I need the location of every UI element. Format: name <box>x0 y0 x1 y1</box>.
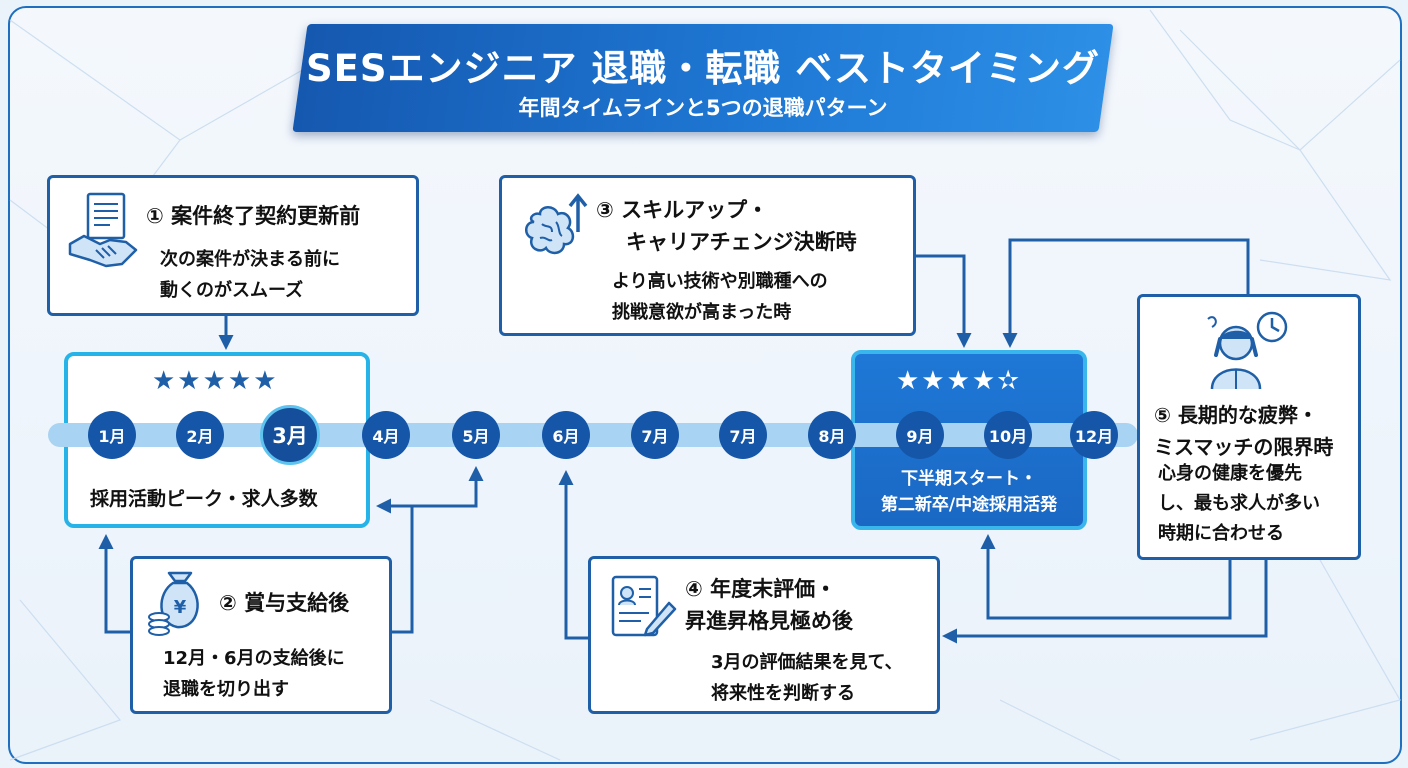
card-body: 心身の健康を優先 し、最も求人が多い 時期に合わせる <box>1158 459 1320 549</box>
card-title: ③ スキルアップ・ キャリアチェンジ決断時 <box>596 194 857 258</box>
card-body: より高い技術や別職種への 挑戦意欲が高まった時 <box>612 266 828 328</box>
month-marker: 12月 <box>1070 411 1118 459</box>
zone-right-caption: 下半期スタート・ 第二新卒/中途採用活発 <box>862 466 1076 518</box>
card-body-line: 心身の健康を優先 <box>1158 463 1302 484</box>
card-body-line: 将来性を判断する <box>711 683 855 704</box>
zone-right-caption-line: 下半期スタート・ <box>901 469 1037 489</box>
card-body-line: 退職を切り出す <box>163 679 289 700</box>
card-year-end-evaluation: ④ 年度末評価・ 昇進昇格見極め後 3月の評価結果を見て、 将来性を判断する <box>588 556 940 714</box>
month-marker: 7月 <box>631 411 679 459</box>
card-body: 3月の評価結果を見て、 将来性を判断する <box>711 647 903 709</box>
stressed-person-clock-icon <box>1207 311 1288 390</box>
card-body: 次の案件が決まる前に 動くのがスムーズ <box>160 244 340 306</box>
zone-right-caption-line: 第二新卒/中途採用活発 <box>880 495 1058 515</box>
timeline-bar <box>48 423 1138 447</box>
card-contract-renewal: ① 案件終了契約更新前 次の案件が決まる前に 動くのがスムーズ <box>47 175 419 316</box>
card-title: ⑤ 長期的な疲弊・ ミスマッチの限界時 <box>1154 399 1333 463</box>
sub-title: 年間タイムラインと5つの退職パターン <box>518 96 888 120</box>
card-burnout-limit: ⑤ 長期的な疲弊・ ミスマッチの限界時 心身の健康を優先 し、最も求人が多い 時… <box>1137 294 1361 560</box>
handshake-document-icon <box>68 192 138 268</box>
card-body-line: 12月・6月の支給後に <box>163 648 345 669</box>
card-body-line: し、最も求人が多い <box>1158 493 1320 514</box>
card-body: 12月・6月の支給後に 退職を切り出す <box>163 643 345 705</box>
month-marker: 3月 <box>260 405 320 465</box>
brain-growth-icon <box>525 193 588 255</box>
card-title-line: ⑤ 長期的な疲弊・ <box>1154 403 1318 427</box>
card-title-line: ③ スキルアップ・ <box>596 198 769 222</box>
month-marker: 1月 <box>88 411 136 459</box>
card-bonus-payout: ¥ ② 賞与支給後 12月・6月の支給後に 退職を切り出す <box>130 556 392 714</box>
rating-stars-left: ★★★★★ <box>152 366 279 396</box>
card-title-line: ミスマッチの限界時 <box>1154 435 1334 459</box>
card-body-line: 3月の評価結果を見て、 <box>711 652 903 673</box>
month-marker: 9月 <box>896 411 944 459</box>
card-title-line: ④ 年度末評価・ <box>685 577 837 601</box>
rating-stars-right: ★★★★✫ <box>896 366 1022 396</box>
card-body-line: より高い技術や別職種への <box>612 271 828 292</box>
month-marker: 6月 <box>542 411 590 459</box>
card-skill-up: ③ スキルアップ・ キャリアチェンジ決断時 より高い技術や別職種への 挑戦意欲が… <box>499 175 916 336</box>
month-marker: 8月 <box>808 411 856 459</box>
svg-text:¥: ¥ <box>174 597 187 618</box>
month-marker: 2月 <box>176 411 224 459</box>
evaluation-document-icon <box>611 575 677 637</box>
money-bag-icon: ¥ <box>148 571 199 636</box>
zone-left-caption: 採用活動ピーク・求人多数 <box>90 488 318 510</box>
card-body-line: 次の案件が決まる前に <box>160 249 340 270</box>
card-title-line: キャリアチェンジ決断時 <box>626 230 857 254</box>
card-body-line: 動くのがスムーズ <box>160 280 304 301</box>
card-title: ② 賞与支給後 <box>219 591 350 615</box>
card-body-line: 時期に合わせる <box>1158 523 1284 544</box>
main-title: SESエンジニア 退職・転職 ベストタイミング <box>305 47 1101 90</box>
card-title-line: 昇進昇格見極め後 <box>685 609 853 633</box>
card-body-line: 挑戦意欲が高まった時 <box>612 302 792 323</box>
month-marker: 5月 <box>452 411 500 459</box>
month-marker: 4月 <box>362 411 410 459</box>
card-title: ① 案件終了契約更新前 <box>146 204 361 228</box>
card-title: ④ 年度末評価・ 昇進昇格見極め後 <box>685 573 853 637</box>
month-marker: 7月 <box>719 411 767 459</box>
month-marker: 10月 <box>984 411 1032 459</box>
